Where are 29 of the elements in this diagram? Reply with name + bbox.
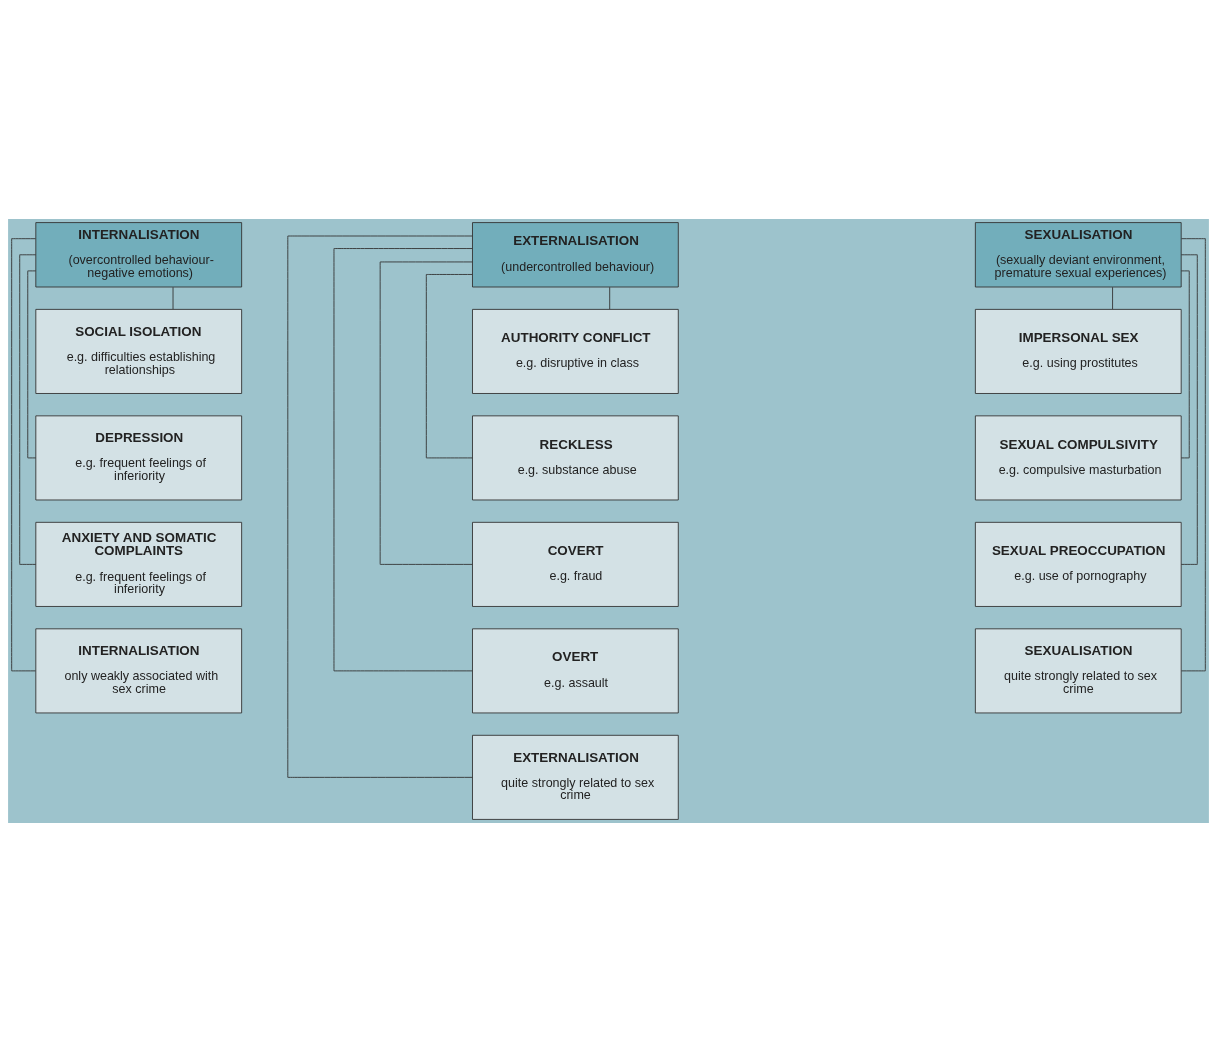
connector [425, 274, 473, 459]
node-box: SEXUALISATION (sexually deviant environment, premature sexual experiences) [974, 222, 1182, 288]
node-box: AUTHORITY CONFLICT e.g. disruptive in class [472, 308, 679, 394]
node-box: RECKLESS e.g. substance abuse [472, 415, 679, 501]
connector [27, 270, 37, 459]
node-box: SEXUAL COMPULSIVITY e.g. compulsive masturbation [974, 415, 1182, 501]
node-box: EXTERNALISATION (undercontrolled behaviour) [472, 222, 679, 288]
connector [11, 238, 36, 672]
node-box: DEPRESSION e.g. frequent feelings of inferiority [35, 415, 243, 501]
node-box: SOCIAL ISOLATION e.g. difficulties establishing relationships [35, 308, 243, 394]
connector [1181, 238, 1206, 672]
connector [19, 254, 37, 565]
connector [1112, 286, 1114, 310]
connector [1180, 254, 1198, 565]
node-box: COVERT e.g. fraud [472, 521, 679, 607]
node-box: IMPERSONAL SEX e.g. using prostitutes [974, 308, 1182, 394]
node-box: OVERT e.g. assault [472, 628, 679, 714]
node-box: SEXUALISATION quite strongly related to sex crime [974, 628, 1182, 714]
connector [172, 286, 174, 310]
node-box: SEXUAL PREOCCUPATION e.g. use of pornography [974, 521, 1182, 607]
node-box: INTERNALISATION only weakly associated with sex crime [35, 628, 243, 714]
node-box: EXTERNALISATION quite strongly related to sex crime [472, 734, 679, 820]
connector [333, 248, 473, 672]
node-box: INTERNALISATION (overcontrolled behaviour-negative emotions) [35, 222, 243, 288]
node-box: ANXIETY AND SOMATIC COMPLAINTS e.g. frequent feelings of inferiority [35, 521, 243, 607]
connector [609, 286, 611, 310]
connector [1180, 270, 1190, 459]
connector [287, 235, 473, 778]
connector [379, 261, 473, 565]
